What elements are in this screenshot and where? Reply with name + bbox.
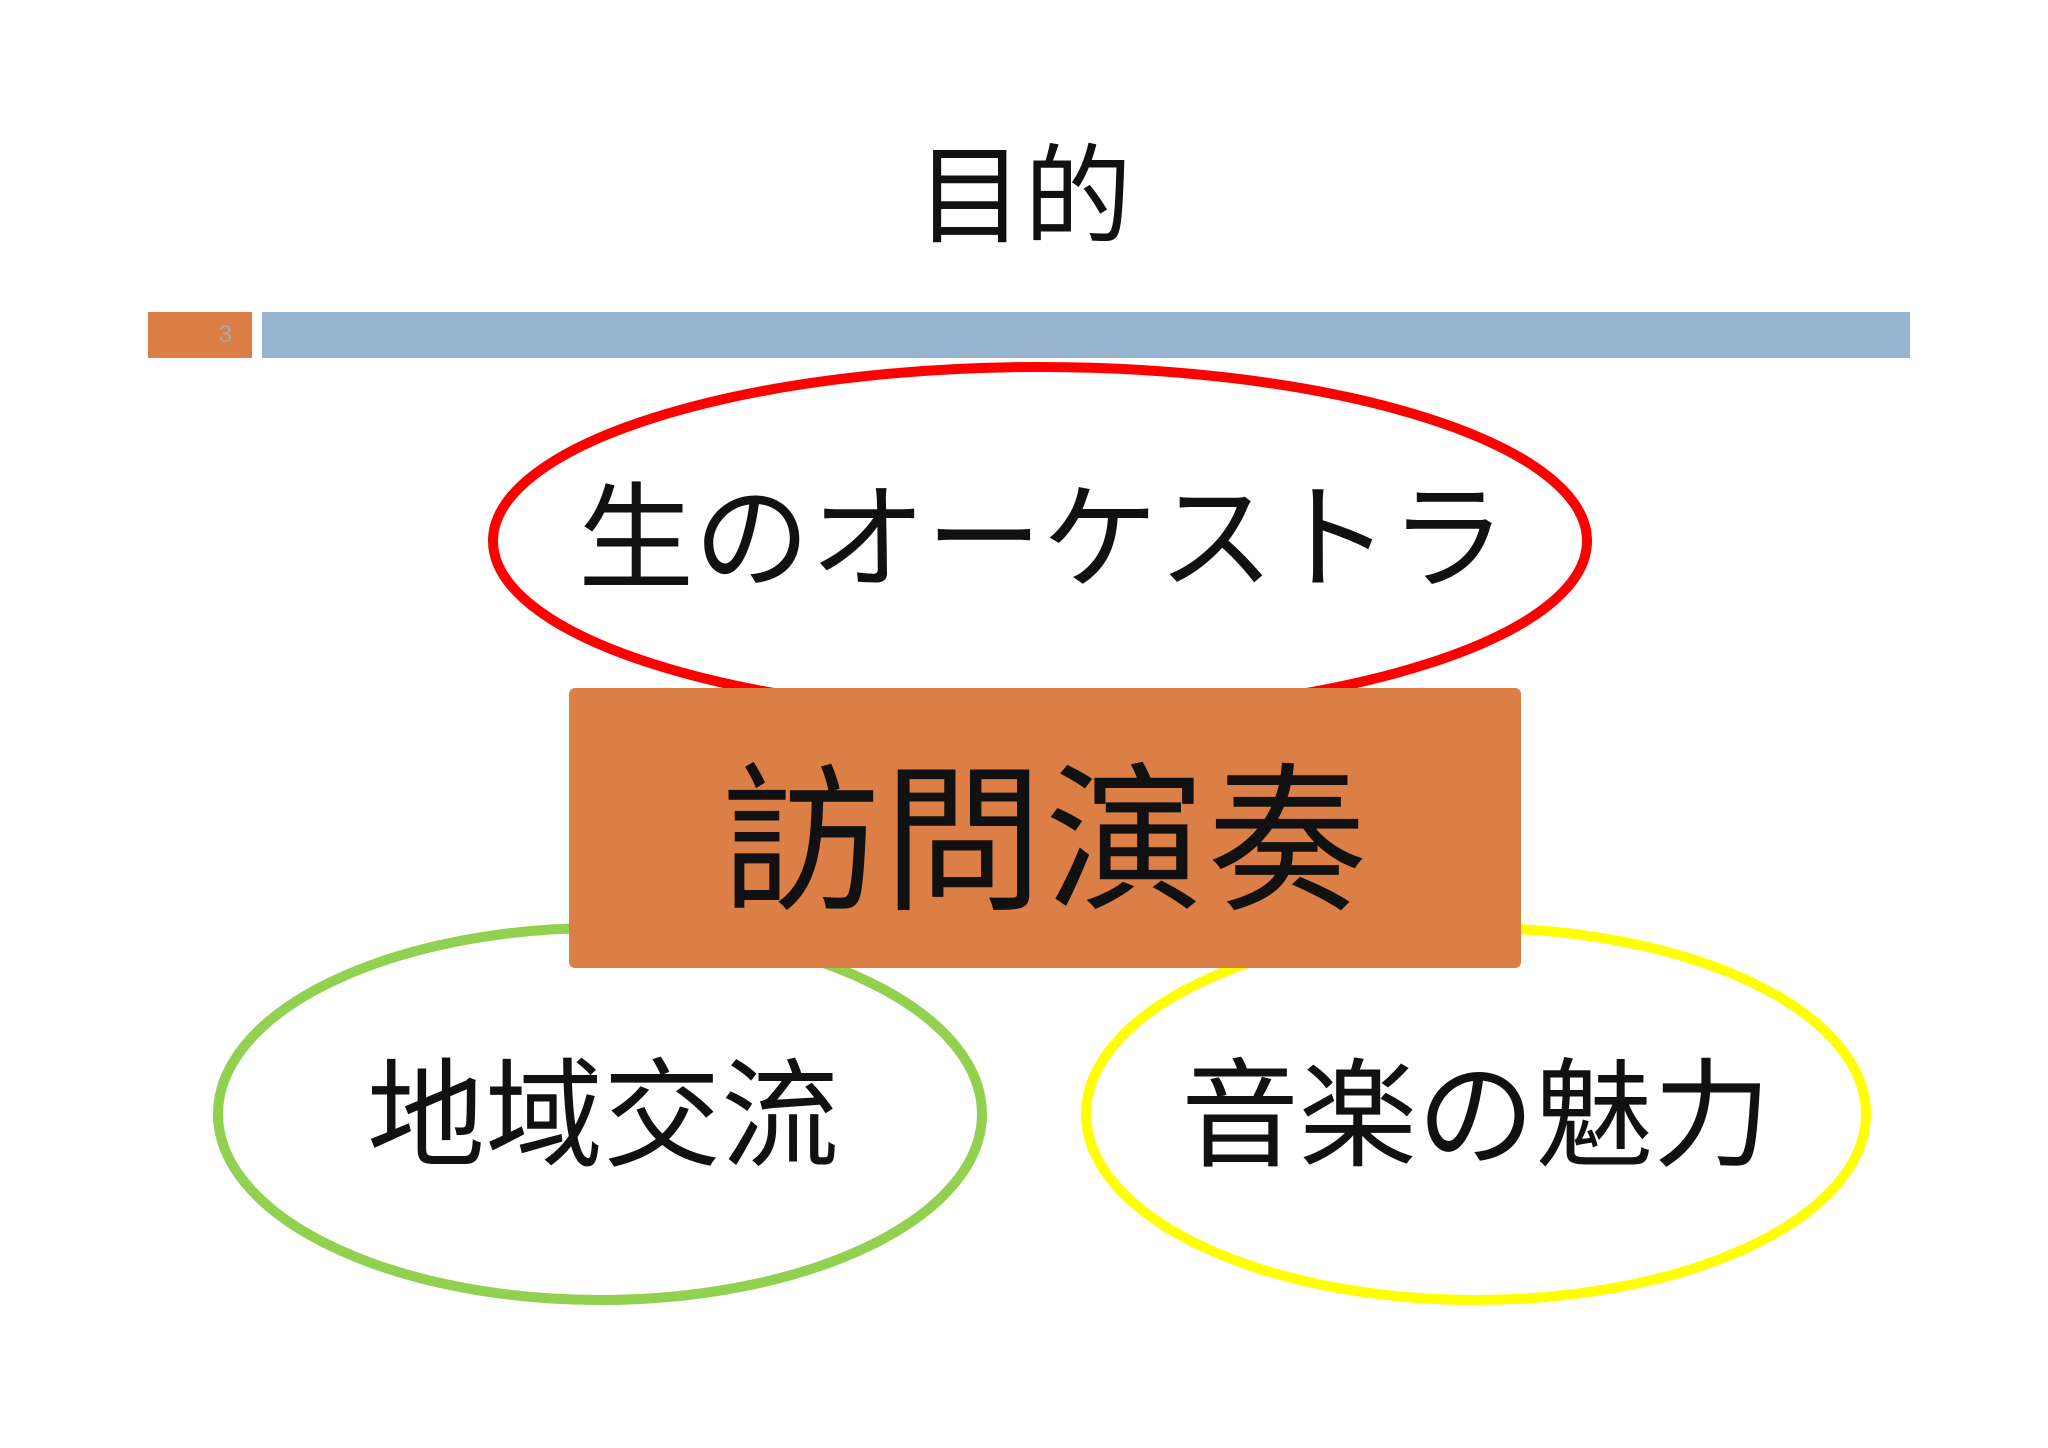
center-node-box: 訪問演奏 [569, 688, 1521, 968]
node-label-community-exchange: 地域交流 [366, 1047, 839, 1185]
header-divider-bar [262, 312, 1910, 358]
slide-title: 目的 [915, 135, 1132, 260]
page-number: 3 [218, 321, 232, 348]
node-label-music-appeal: 音楽の魅力 [1180, 1047, 1771, 1185]
center-node-label: 訪問演奏 [720, 748, 1369, 935]
node-label-live-orchestra: 生のオーケストラ [578, 472, 1506, 607]
page-number-marker: 3 [148, 312, 252, 358]
